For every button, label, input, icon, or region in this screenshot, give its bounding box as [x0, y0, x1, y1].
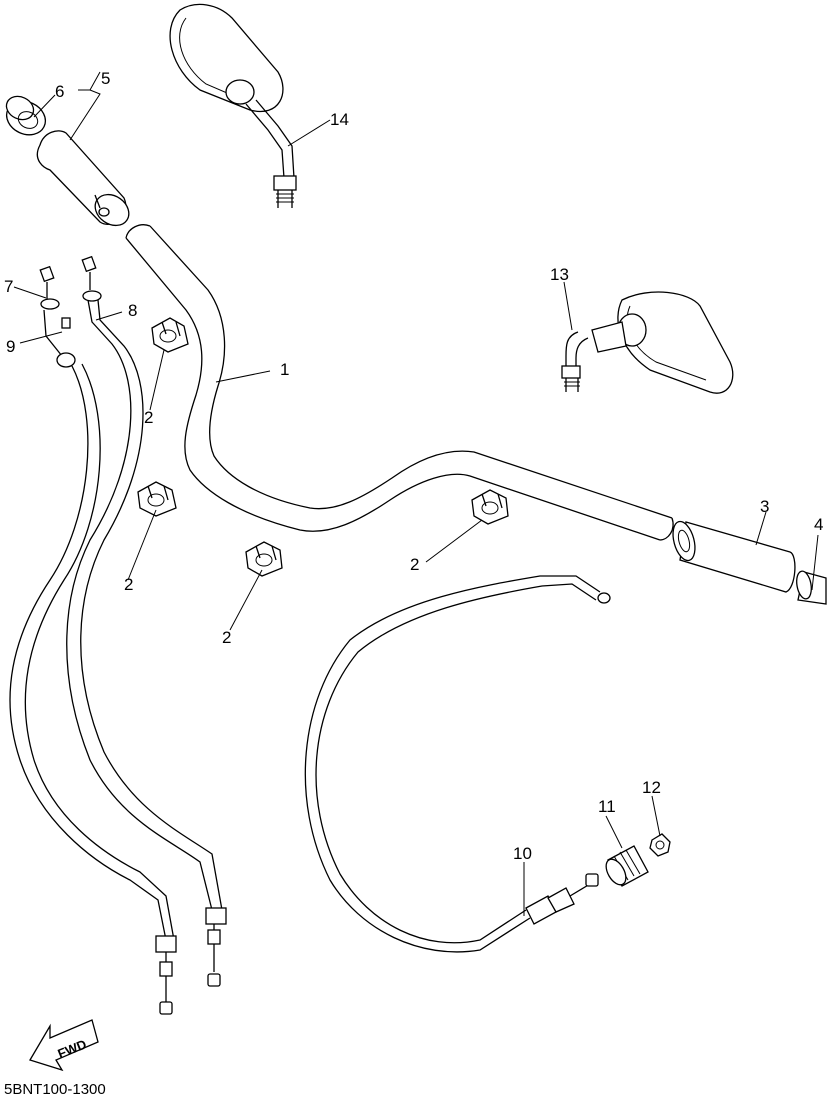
callout-9: 9 [6, 337, 15, 356]
callout-3: 3 [760, 497, 769, 516]
callout-2-b: 2 [124, 575, 133, 594]
grip-assy-left [36, 130, 130, 227]
callout-5: 5 [101, 69, 110, 88]
drawing-code: 5BNT100-1300 [4, 1081, 106, 1098]
cable-8 [66, 255, 227, 987]
cable-9 [9, 265, 177, 1015]
cable-10 [304, 575, 611, 953]
callout-6: 6 [55, 82, 64, 101]
cable-holder-d [471, 489, 509, 525]
callout-8: 8 [128, 301, 137, 320]
callout-2-a: 2 [144, 408, 153, 427]
mirror-right [561, 291, 734, 394]
callout-13: 13 [550, 265, 569, 284]
mirror-left [169, 3, 297, 208]
callout-2-c: 2 [222, 628, 231, 647]
callout-11: 11 [598, 797, 616, 816]
grip-end-left [5, 95, 46, 136]
cable-holder-c [245, 541, 283, 577]
leader-lines [13, 71, 819, 916]
grip-right [672, 520, 796, 593]
handlebar [125, 224, 674, 541]
callout-7: 7 [4, 277, 13, 296]
fwd-arrow: FWD [29, 1019, 99, 1072]
callout-1: 1 [280, 360, 289, 379]
callout-labels: 1 2 2 2 2 3 4 5 6 7 8 9 10 11 12 13 14 [4, 69, 823, 863]
cable-holder-a [151, 317, 189, 353]
nut-12 [649, 833, 671, 857]
callout-14: 14 [330, 110, 349, 129]
callout-10: 10 [513, 844, 532, 863]
callout-12: 12 [642, 778, 661, 797]
adjuster-11 [605, 845, 649, 887]
callout-4: 4 [814, 515, 823, 534]
cable-holder-b [137, 481, 177, 517]
grip-end-right [796, 570, 827, 605]
callout-2-d: 2 [410, 555, 419, 574]
